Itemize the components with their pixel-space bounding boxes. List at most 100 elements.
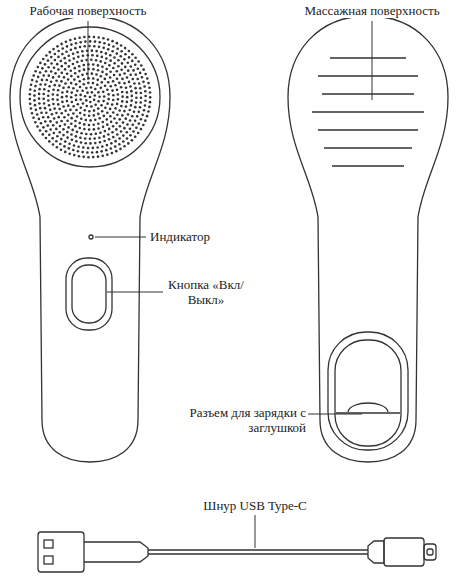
surface-dot bbox=[75, 42, 78, 45]
surface-dot bbox=[127, 113, 130, 116]
surface-dot bbox=[48, 85, 51, 88]
surface-dot bbox=[129, 119, 132, 122]
surface-dot bbox=[48, 104, 51, 107]
surface-dot bbox=[118, 137, 121, 140]
surface-dot bbox=[112, 94, 115, 97]
surface-dot bbox=[111, 40, 114, 43]
type-c-neck bbox=[368, 541, 384, 563]
surface-dot bbox=[79, 86, 82, 89]
type-c-plug bbox=[384, 538, 424, 566]
surface-dot bbox=[116, 77, 119, 80]
surface-dot bbox=[40, 111, 43, 114]
usb-a-pin bbox=[44, 540, 53, 548]
surface-dot bbox=[41, 67, 44, 70]
surface-dot bbox=[139, 101, 142, 104]
surface-dot bbox=[126, 123, 129, 126]
surface-dot bbox=[91, 151, 94, 154]
surface-dot bbox=[66, 131, 69, 134]
surface-dot bbox=[97, 100, 100, 103]
surface-dot bbox=[76, 61, 79, 64]
surface-dot bbox=[92, 123, 95, 126]
surface-dot bbox=[92, 156, 95, 159]
surface-dot bbox=[63, 76, 66, 79]
surface-dot bbox=[48, 134, 51, 137]
surface-dot bbox=[92, 63, 95, 66]
surface-dot bbox=[68, 152, 71, 155]
surface-dot bbox=[88, 114, 91, 117]
surface-dot bbox=[86, 151, 89, 154]
surface-dot bbox=[138, 122, 141, 125]
surface-dot bbox=[42, 97, 45, 100]
surface-dot bbox=[101, 66, 104, 69]
surface-dot bbox=[66, 100, 69, 103]
surface-dot bbox=[106, 153, 109, 156]
surface-dot bbox=[60, 120, 63, 123]
surface-dot bbox=[104, 62, 107, 65]
surface-dot bbox=[87, 63, 90, 66]
surface-dot bbox=[126, 101, 129, 104]
surface-dot bbox=[137, 60, 140, 63]
surface-dot bbox=[90, 133, 93, 136]
surface-dot bbox=[72, 63, 75, 66]
surface-dot bbox=[138, 82, 141, 85]
surface-dot bbox=[64, 140, 67, 143]
surface-dot bbox=[57, 116, 60, 119]
surface-dot bbox=[78, 70, 81, 73]
surface-dot bbox=[134, 63, 137, 66]
surface-dot bbox=[149, 91, 152, 94]
surface-dot bbox=[116, 133, 119, 136]
surface-dot bbox=[34, 70, 37, 73]
surface-dot bbox=[121, 95, 124, 98]
surface-dot bbox=[141, 114, 144, 117]
surface-dot bbox=[97, 36, 100, 39]
surface-dot bbox=[141, 76, 144, 79]
surface-dot bbox=[103, 95, 106, 98]
surface-dot bbox=[119, 148, 122, 151]
surface-dot bbox=[54, 53, 57, 56]
massage-ridges bbox=[312, 58, 424, 166]
surface-dot bbox=[136, 115, 139, 118]
surface-dot bbox=[126, 131, 129, 134]
surface-dot bbox=[38, 88, 41, 91]
surface-dot bbox=[38, 93, 41, 96]
surface-dot bbox=[89, 142, 92, 145]
surface-dot bbox=[67, 86, 70, 89]
charging-plug bbox=[348, 403, 388, 412]
surface-dot bbox=[75, 109, 78, 112]
surface-dot bbox=[131, 115, 134, 118]
surface-dot bbox=[75, 135, 78, 138]
surface-dot bbox=[71, 138, 74, 141]
surface-dot bbox=[74, 72, 77, 75]
surface-dot bbox=[32, 116, 35, 119]
surface-dot bbox=[142, 124, 145, 127]
surface-dot bbox=[78, 36, 81, 39]
surface-dot bbox=[42, 74, 45, 77]
surface-dot bbox=[70, 48, 73, 51]
surface-dot bbox=[65, 50, 68, 53]
surface-dot bbox=[86, 91, 89, 94]
surface-dot bbox=[44, 63, 47, 66]
surface-dot bbox=[75, 83, 78, 86]
surface-dot bbox=[30, 107, 33, 110]
surface-dot bbox=[75, 99, 78, 102]
surface-dot bbox=[144, 104, 147, 107]
surface-dot bbox=[129, 127, 132, 130]
leader-lines bbox=[88, 21, 372, 548]
surface-dot bbox=[78, 127, 81, 130]
surface-dot bbox=[85, 59, 88, 62]
surface-dot bbox=[129, 85, 132, 88]
indicator-dot bbox=[89, 235, 93, 239]
surface-dot bbox=[116, 70, 119, 73]
surface-dot bbox=[109, 108, 112, 111]
accessory-label: Шнур USB Type-C bbox=[201, 498, 308, 513]
surface-dot bbox=[96, 146, 99, 149]
surface-dot bbox=[98, 46, 101, 49]
surface-dot bbox=[44, 107, 47, 110]
surface-dot bbox=[47, 116, 50, 119]
surface-dot bbox=[100, 104, 103, 107]
surface-dot bbox=[128, 81, 131, 84]
surface-dot bbox=[51, 137, 54, 140]
surface-dot bbox=[49, 120, 52, 123]
surface-dot bbox=[88, 128, 91, 131]
